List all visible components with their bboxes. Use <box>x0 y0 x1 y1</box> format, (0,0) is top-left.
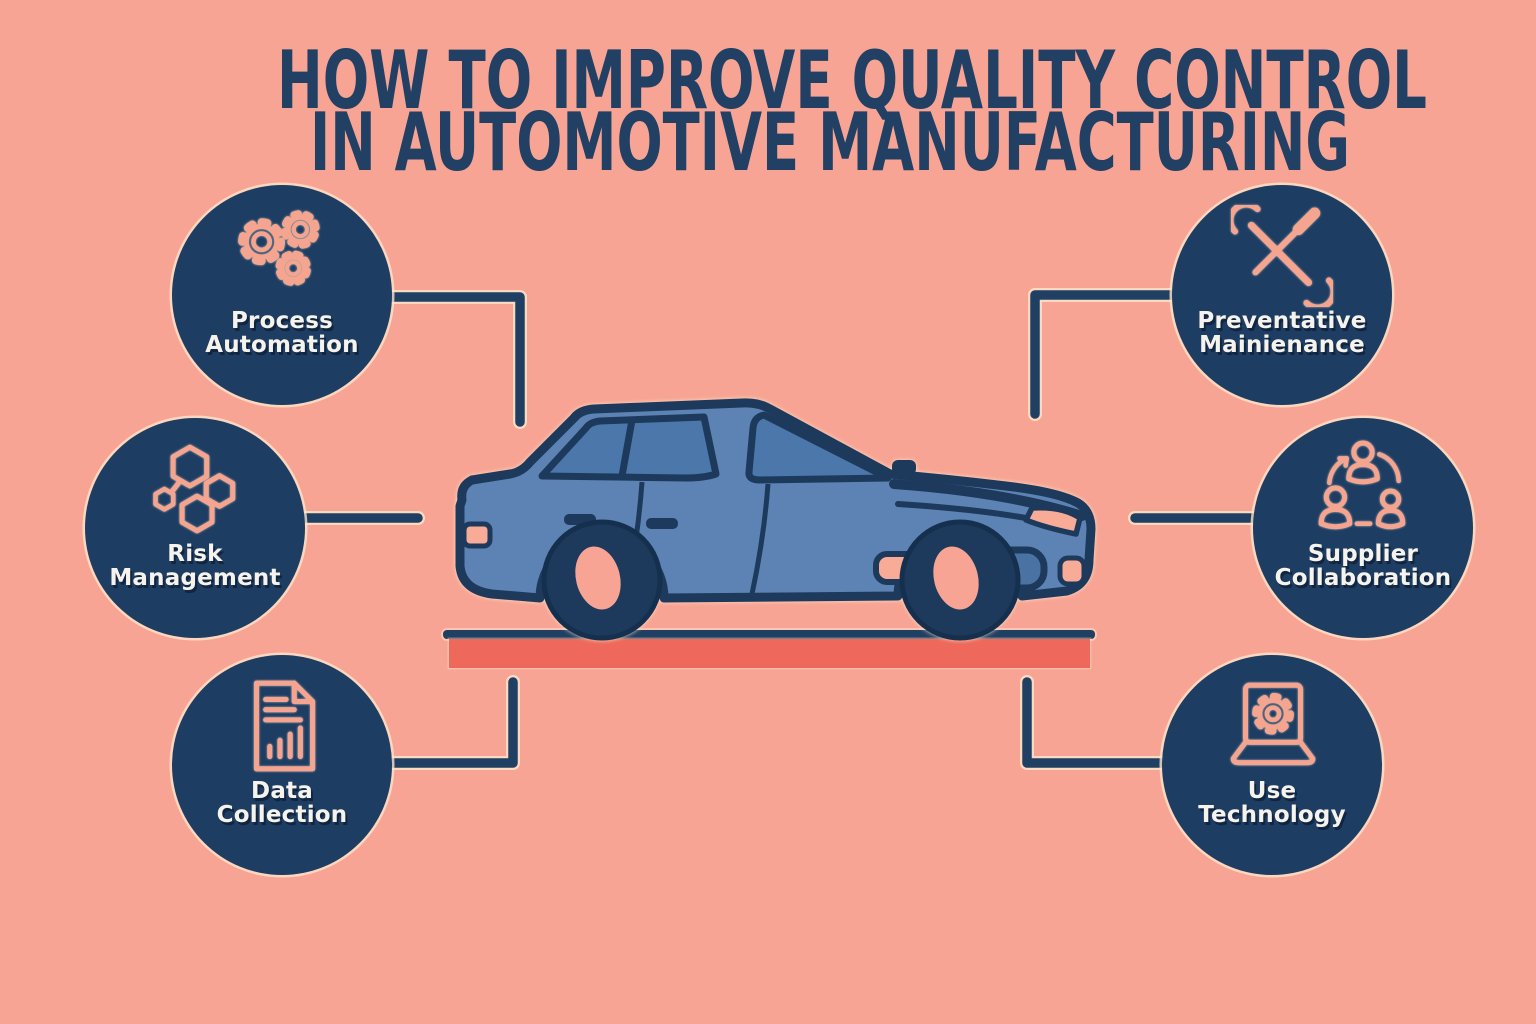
wrench-screwdriver-icon <box>1231 205 1333 307</box>
node-label: Process Automation <box>205 309 359 358</box>
node-label: Risk Management <box>109 542 280 591</box>
people-cycle-icon <box>1318 440 1406 530</box>
node-label-line1: Risk <box>167 541 223 567</box>
title-line-2: IN AUTOMOTIVE MANUFACTURING <box>310 96 1350 189</box>
car-windshield <box>745 411 892 484</box>
node-label-line2: Technology <box>1198 802 1346 829</box>
connector-bottom-right <box>1020 675 1173 770</box>
node-label-line1: Supplier <box>1307 541 1419 567</box>
node-label: Preventative Mainienance <box>1197 309 1366 358</box>
car-door-seam-front <box>749 483 771 595</box>
connector-top-left <box>381 290 527 429</box>
node-preventative-maintenance: Preventative Mainienance <box>1172 185 1392 405</box>
connector-bottom-left <box>381 675 520 770</box>
node-label-line2: Collaboration <box>1274 565 1452 592</box>
car-window-pillar <box>618 419 636 477</box>
node-label-line1: Data <box>251 778 313 804</box>
car-bumper-light <box>1057 555 1087 587</box>
node-supplier-collaboration: Supplier Collaboration <box>1253 418 1473 638</box>
node-label-line1: Process <box>230 308 333 334</box>
platform-strip <box>449 639 1090 668</box>
node-label-line2: Automation <box>205 332 359 359</box>
laptop-gear-icon <box>1230 682 1316 766</box>
node-label: Data Collection <box>217 779 348 828</box>
car-rear-wheel <box>541 519 663 641</box>
node-label-line2: Management <box>109 565 281 592</box>
node-label: Supplier Collaboration <box>1275 542 1452 591</box>
report-document-icon <box>253 680 316 772</box>
car-illustration <box>455 398 1096 641</box>
title-line-1: HOW TO IMPROVE QUALITY CONTROL <box>277 34 1427 127</box>
node-use-technology: Use Technology <box>1162 655 1382 875</box>
car-headlight <box>1023 504 1083 537</box>
node-risk-management: Risk Management <box>85 418 305 638</box>
car-tail-light <box>461 521 493 549</box>
node-label-line1: Use <box>1247 778 1297 804</box>
node-label-line1: Preventative <box>1197 308 1367 334</box>
node-label: Use Technology <box>1198 779 1346 828</box>
node-data-collection: Data Collection <box>172 655 392 875</box>
node-label-line2: Collection <box>216 802 348 829</box>
node-process-automation: Process Automation <box>172 185 392 405</box>
car-door-handle-front <box>646 518 678 529</box>
hexagons-icon <box>153 444 236 534</box>
car-side-mirror <box>892 460 916 475</box>
connector-top-right <box>1028 288 1183 421</box>
page-title: HOW TO IMPROVE QUALITY CONTROL IN AUTOMO… <box>277 34 1427 189</box>
platform-top-line <box>443 630 1095 639</box>
gears-icon <box>238 210 320 287</box>
node-label-line2: Mainienance <box>1199 332 1365 359</box>
car-front-wheel <box>899 519 1021 641</box>
